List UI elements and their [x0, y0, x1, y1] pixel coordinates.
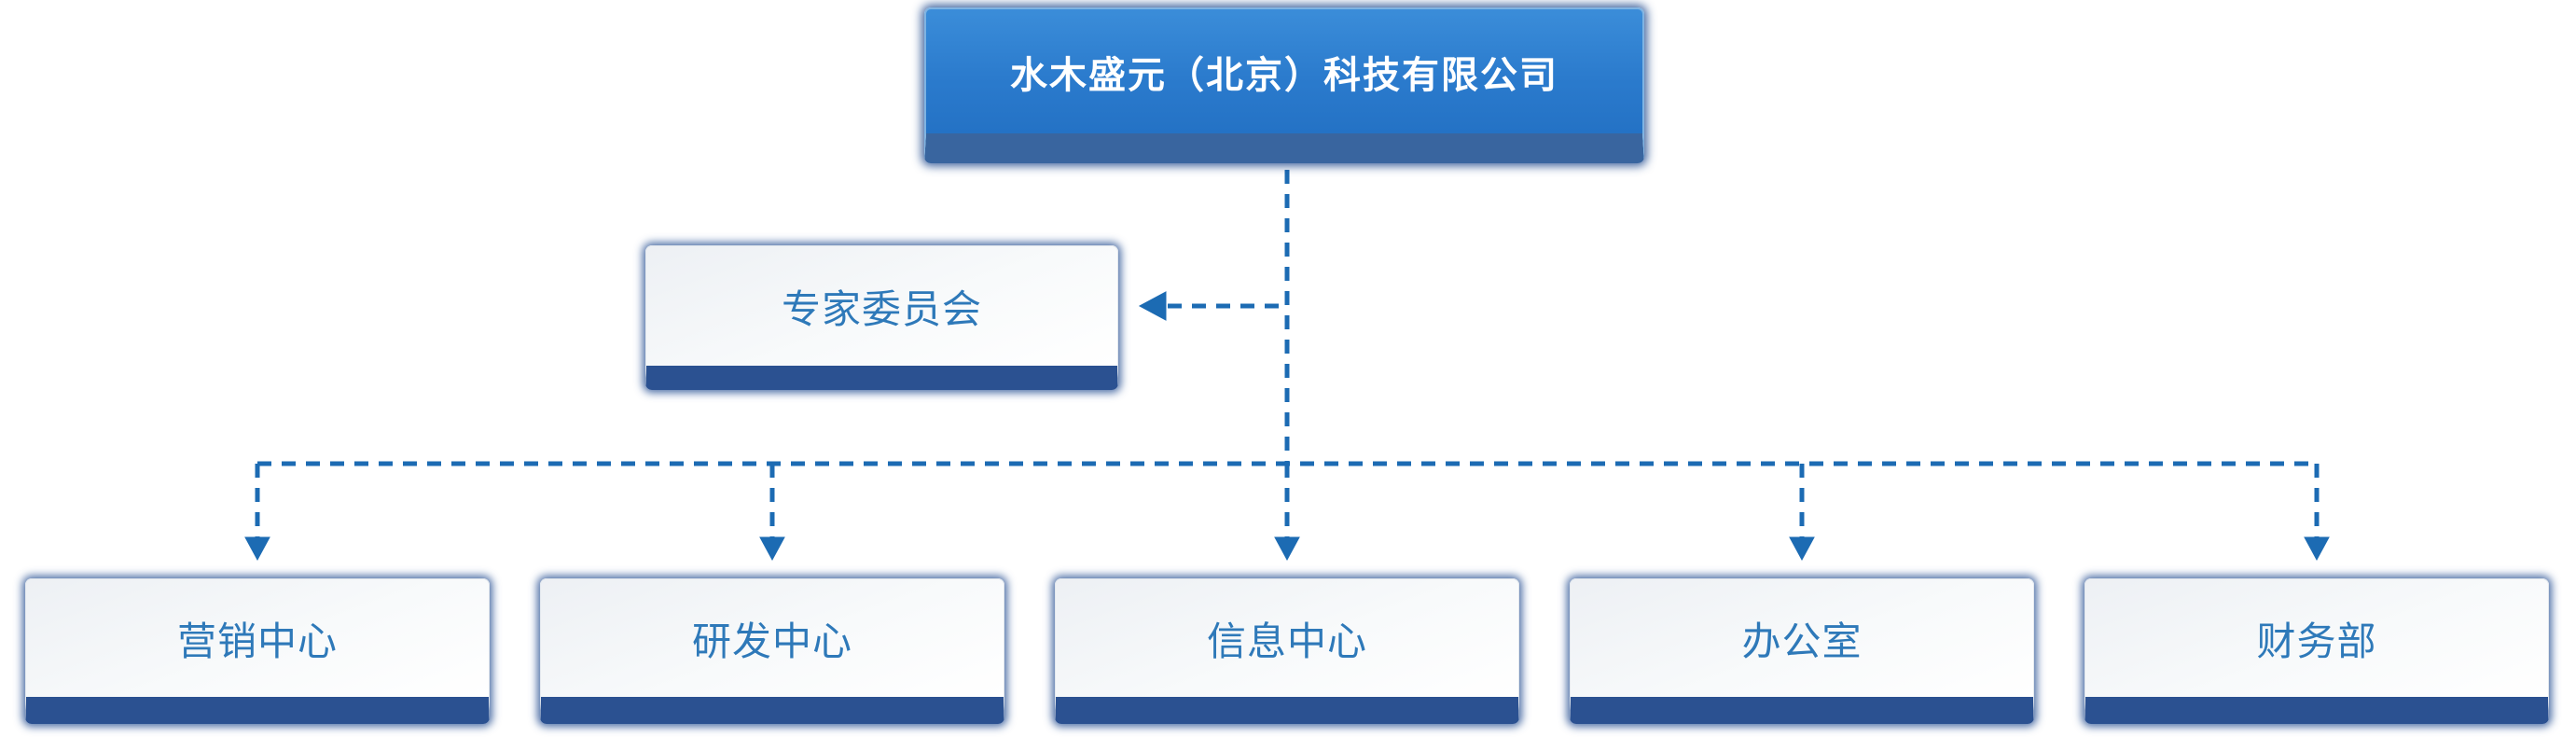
org-node-committee: 专家委员会	[645, 245, 1118, 390]
arrow-down-dept-4-icon	[2304, 536, 2330, 562]
arrow-left-committee-icon	[1138, 291, 1167, 321]
arrow-down-dept-0-icon	[244, 536, 270, 562]
org-node-dept-marketing: 营销中心	[25, 578, 490, 724]
arrow-down-dept-3-icon	[1789, 536, 1815, 562]
org-node-dept-information: 信息中心	[1055, 578, 1519, 724]
org-node-root: 水木盛元（北京）科技有限公司	[924, 7, 1644, 163]
org-node-dept-finance: 财务部	[2084, 578, 2549, 724]
org-node-dept-rnd: 研发中心	[540, 578, 1004, 724]
org-node-dept-label: 办公室	[1741, 619, 1863, 663]
arrow-down-dept-2-icon	[1274, 536, 1300, 562]
org-node-dept-label: 营销中心	[176, 619, 338, 663]
org-node-committee-label: 专家委员会	[781, 286, 982, 331]
org-node-dept-label: 信息中心	[1206, 619, 1367, 663]
org-node-dept-label: 研发中心	[691, 619, 852, 663]
org-node-dept-office: 办公室	[1570, 578, 2034, 724]
arrow-down-dept-1-icon	[759, 536, 785, 562]
org-node-root-label: 水木盛元（北京）科技有限公司	[1010, 54, 1558, 96]
org-node-dept-label: 财务部	[2256, 619, 2377, 663]
